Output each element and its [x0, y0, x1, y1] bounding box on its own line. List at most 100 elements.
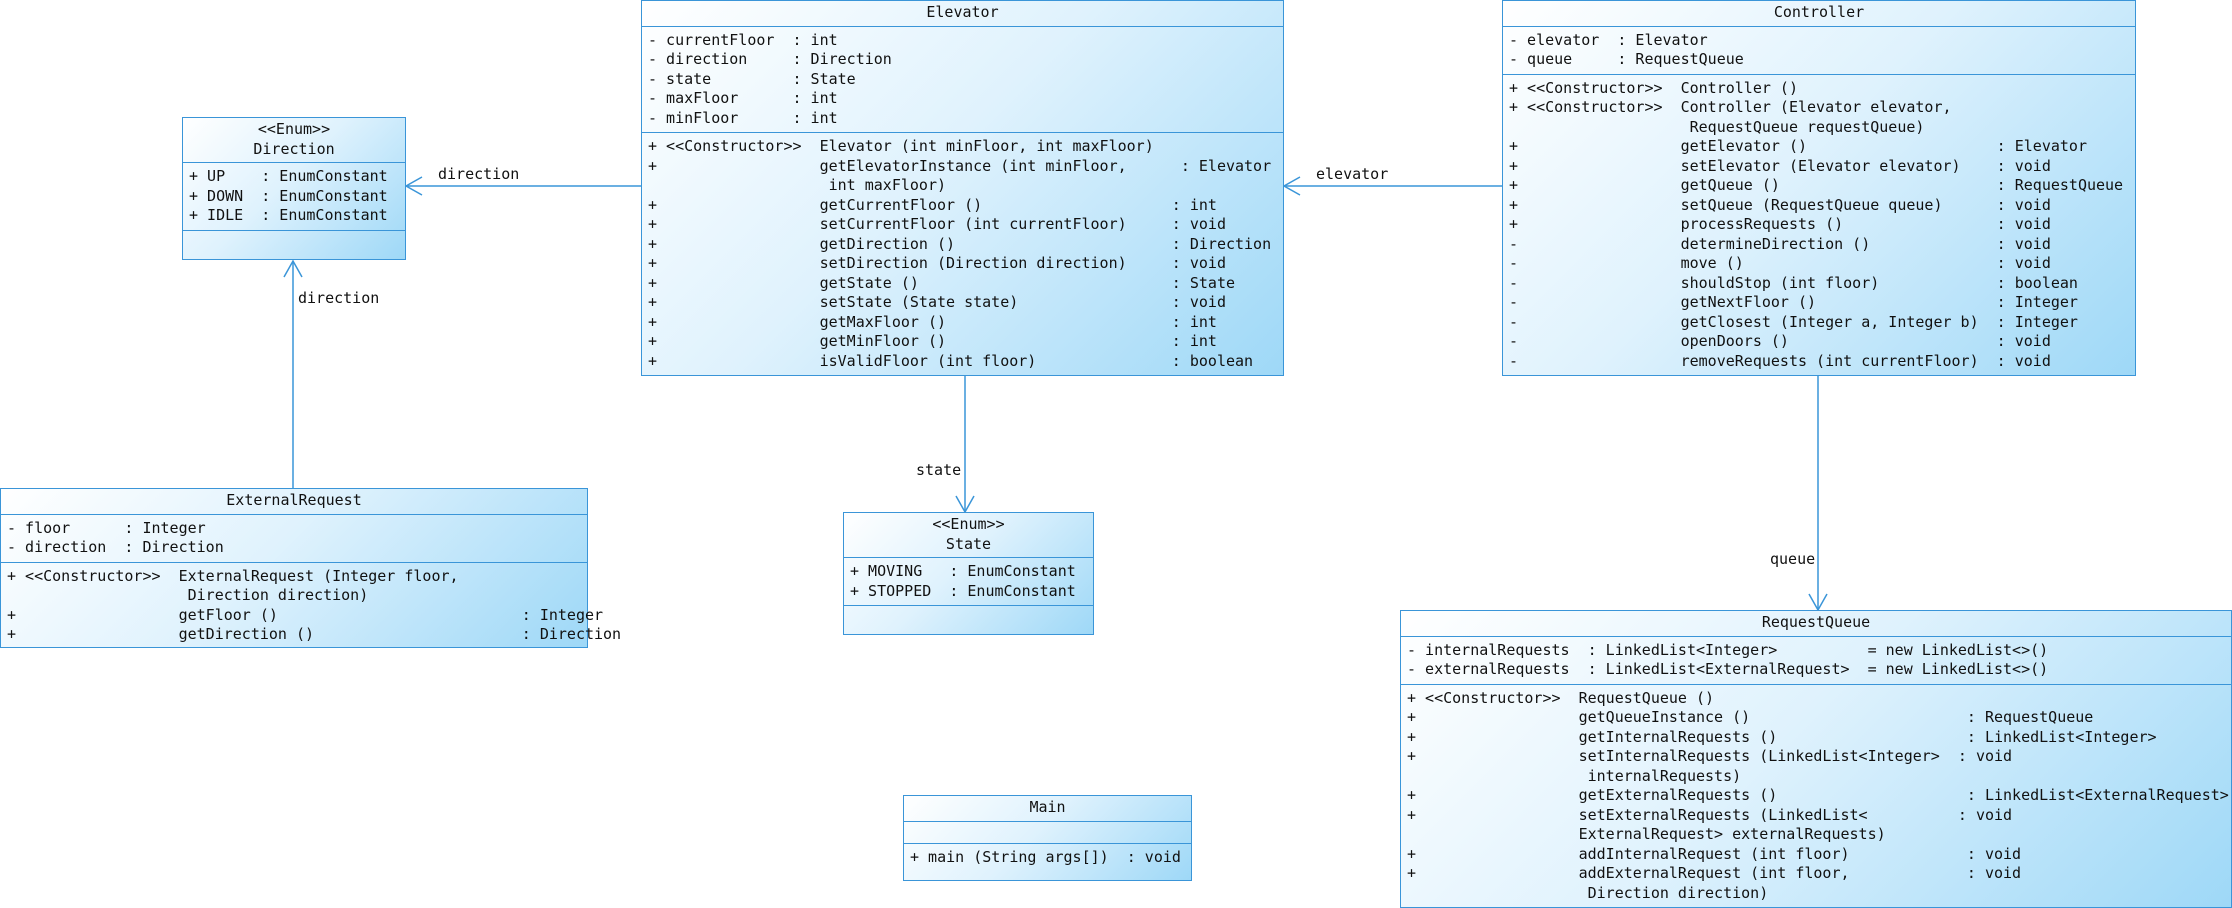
attribute-row: + UP : EnumConstant: [189, 167, 388, 185]
operation-row: - move () : void: [1509, 254, 2051, 272]
operation-row: + getElevator () : Elevator: [1509, 137, 2087, 155]
operation-row: + <<Constructor>> Elevator (int minFloor…: [648, 137, 1154, 155]
class-state[interactable]: <<Enum>> State + MOVING : EnumConstant+ …: [843, 512, 1094, 635]
class-name: Elevator: [926, 3, 999, 21]
operation-row: - openDoors () : void: [1509, 332, 2051, 350]
attribute-row: + MOVING : EnumConstant: [850, 562, 1076, 580]
attributes-section: - currentFloor : int- direction : Direct…: [642, 27, 1283, 133]
operation-row: internalRequests): [1407, 766, 1742, 785]
class-stereotype: <<Enum>>: [257, 120, 331, 138]
attributes-section: - elevator : Elevator- queue : RequestQu…: [1503, 27, 2135, 75]
attribute-row: - minFloor : int: [648, 108, 838, 127]
operation-row: - shouldStop (int floor) : boolean: [1509, 273, 2078, 292]
edge-label-controller-elevator: elevator: [1316, 165, 1389, 183]
attributes-section: - internalRequests : LinkedList<Integer>…: [1401, 637, 2231, 685]
attribute-row: - externalRequests : LinkedList<External…: [1407, 660, 2049, 678]
arrowhead-controller-elevator: [1282, 176, 1301, 196]
attribute-row: - floor : Integer: [7, 518, 206, 537]
operation-row: + <<Constructor>> Controller (): [1509, 78, 1798, 97]
attribute-row: - maxFloor : int: [648, 89, 838, 107]
operation-row: + <<Constructor>> ExternalRequest (Integ…: [7, 566, 459, 585]
operation-row: Direction direction): [1407, 883, 1769, 902]
operation-row: - determineDirection () : void: [1509, 234, 2051, 253]
operation-row: + <<Constructor>> RequestQueue (): [1407, 688, 1715, 707]
operation-row: + <<Constructor>> Controller (Elevator e…: [1509, 98, 1952, 116]
operations-section: + <<Constructor>> ExternalRequest (Integ…: [1, 563, 622, 649]
operation-row: + getQueueInstance () : RequestQueue: [1407, 708, 2094, 726]
attribute-row: - currentFloor : int: [648, 30, 838, 49]
operation-row: + isValidFloor (int floor) : boolean: [648, 351, 1254, 370]
attribute-row: + DOWN : EnumConstant: [189, 186, 388, 205]
operations-section: [183, 231, 405, 252]
arrowhead-external-direction: [283, 259, 303, 278]
class-header: RequestQueue: [1401, 611, 2231, 637]
class-header: <<Enum>> Direction: [183, 118, 405, 163]
operation-row: + getCurrentFloor () : int: [648, 195, 1217, 214]
operation-row: + getFloor () : Integer: [7, 605, 604, 624]
attribute-row: - elevator : Elevator: [1509, 30, 1708, 49]
attribute-row: - direction : Direction: [7, 538, 224, 556]
attributes-section: - floor : Integer- direction : Direction: [1, 515, 587, 563]
class-header: <<Enum>> State: [844, 513, 1093, 558]
operation-row: + getMinFloor () : int: [648, 332, 1217, 350]
attributes-section: + MOVING : EnumConstant+ STOPPED : EnumC…: [844, 558, 1093, 606]
edge-label-controller-queue: queue: [1770, 550, 1816, 568]
class-header: Main: [904, 796, 1191, 822]
operation-row: + getDirection () : Direction: [7, 625, 622, 643]
operation-row: + setQueue (RequestQueue queue) : void: [1509, 195, 2051, 214]
class-stereotype: <<Enum>>: [932, 515, 1005, 533]
class-name: ExternalRequest: [226, 491, 362, 509]
edge-label-external-direction: direction: [298, 289, 380, 307]
operation-row: + getState () : State: [648, 273, 1235, 292]
class-header: Elevator: [642, 1, 1283, 27]
operation-row: Direction direction): [7, 586, 369, 604]
operation-row: + addExternalRequest (int floor, : void: [1407, 864, 2022, 882]
operation-row: + getMaxFloor () : int: [648, 312, 1217, 331]
class-name: State: [945, 534, 992, 553]
class-main[interactable]: Main + main (String args[]) : void: [903, 795, 1192, 881]
operation-row: + main (String args[]) : void: [910, 847, 1181, 866]
operation-row: - getNextFloor () : Integer: [1509, 293, 2078, 311]
operations-section: + <<Constructor>> Controller ()+ <<Const…: [1503, 75, 2135, 376]
operation-row: + getQueue () : RequestQueue: [1509, 176, 2124, 194]
class-controller[interactable]: Controller - elevator : Elevator- queue …: [1502, 0, 2136, 376]
edge-label-elevator-direction: direction: [438, 165, 520, 183]
operation-row: ExternalRequest> externalRequests): [1407, 825, 1886, 843]
operation-row: + setElevator (Elevator elevator) : void: [1509, 156, 2051, 175]
edge-label-elevator-state: state: [916, 461, 962, 479]
operation-row: int maxFloor): [648, 176, 947, 194]
class-header: Controller: [1503, 1, 2135, 27]
operation-row: + processRequests () : void: [1509, 215, 2051, 233]
operations-section: + <<Constructor>> Elevator (int minFloor…: [642, 133, 1283, 375]
attribute-row: - direction : Direction: [648, 50, 892, 68]
operation-row: + setDirection (Direction direction) : v…: [648, 254, 1226, 272]
operation-row: + setCurrentFloor (int currentFloor) : v…: [648, 215, 1226, 233]
class-external-request[interactable]: ExternalRequest - floor : Integer- direc…: [0, 488, 622, 649]
operation-row: + getDirection () : Direction: [648, 234, 1272, 253]
operation-row: - removeRequests (int currentFloor) : vo…: [1509, 351, 2051, 370]
attribute-row: - internalRequests : LinkedList<Integer>…: [1407, 640, 2049, 659]
operation-row: + setState (State state) : void: [648, 293, 1226, 311]
operation-row: + getElevatorInstance (int minFloor, : E…: [648, 156, 1272, 175]
operations-section: + <<Constructor>> RequestQueue ()+ getQu…: [1401, 685, 2231, 908]
operation-row: + setExternalRequests (LinkedList< : voi…: [1407, 805, 2013, 824]
class-elevator[interactable]: Elevator - currentFloor : int- direction…: [641, 0, 1284, 376]
operations-section: + main (String args[]) : void: [904, 844, 1191, 872]
class-request-queue[interactable]: RequestQueue - internalRequests : Linked…: [1400, 610, 2232, 908]
operation-row: - getClosest (Integer a, Integer b) : In…: [1509, 312, 2078, 331]
arrowhead-elevator-direction: [404, 176, 423, 196]
attribute-row: + STOPPED : EnumConstant: [850, 581, 1076, 600]
operation-row: + getInternalRequests () : LinkedList<In…: [1407, 727, 2157, 746]
class-name: Controller: [1773, 3, 1865, 21]
operations-section: [844, 606, 1093, 627]
class-name: Direction: [253, 139, 335, 158]
operation-row: + setInternalRequests (LinkedList<Intege…: [1407, 747, 2013, 765]
operation-row: + addInternalRequest (int floor) : void: [1407, 844, 2022, 863]
operation-row: + getExternalRequests () : LinkedList<Ex…: [1407, 786, 2229, 804]
attributes-section: + UP : EnumConstant+ DOWN : EnumConstant…: [183, 163, 405, 231]
class-direction[interactable]: <<Enum>> Direction + UP : EnumConstant+ …: [182, 117, 406, 260]
class-name: Main: [1029, 798, 1066, 816]
class-header: ExternalRequest: [1, 489, 587, 515]
class-name: RequestQueue: [1761, 613, 1871, 631]
